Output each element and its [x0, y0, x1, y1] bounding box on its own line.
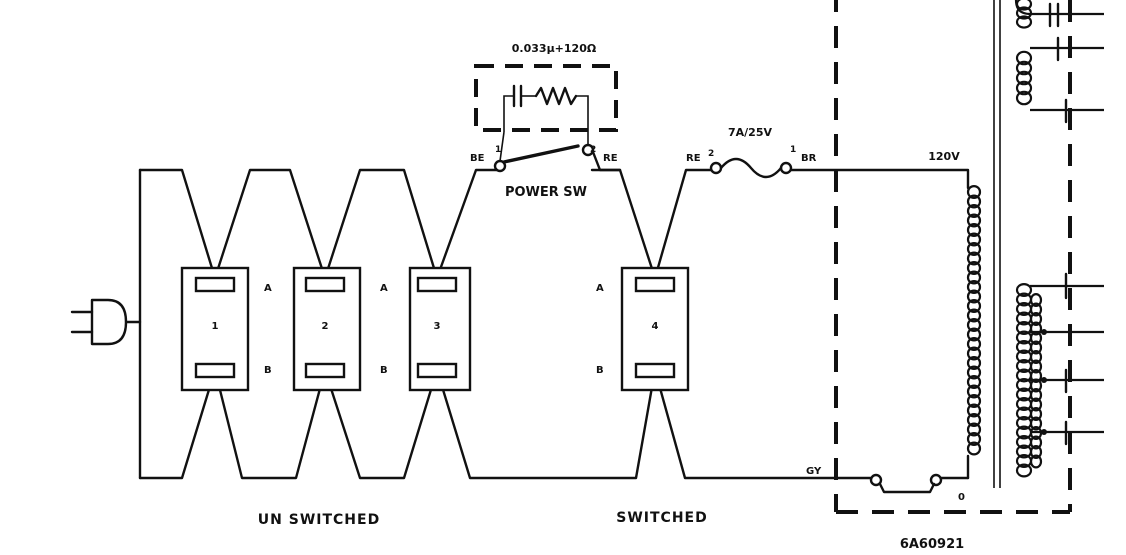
outlet-1: 1 — [180, 266, 250, 392]
switch-right-wire-label: RE — [603, 153, 618, 164]
outlet-number: 1 — [212, 321, 219, 332]
outlet-number: 2 — [322, 321, 329, 332]
coil-turn — [966, 185, 982, 199]
coil-turn — [966, 337, 982, 351]
coil-turn — [1029, 416, 1043, 431]
coil-turn — [1029, 321, 1043, 336]
coil-turn — [1029, 426, 1043, 440]
coil-turn — [1015, 0, 1033, 11]
coil-turn — [966, 232, 982, 247]
bus-wiring — [138, 168, 970, 480]
coil-turn — [1029, 378, 1043, 393]
ac-plug-icon — [70, 298, 142, 346]
coil-turn — [966, 422, 982, 437]
primary-bottom-pin: 0 — [958, 492, 965, 503]
coil-turn — [1029, 359, 1043, 374]
coil-turn — [966, 403, 982, 418]
coil-turn — [1029, 331, 1043, 345]
coil-turn — [1015, 70, 1033, 86]
unswitched-label: UN SWITCHED — [258, 512, 380, 528]
coil-turn — [1029, 350, 1043, 364]
coil-turn — [966, 204, 982, 218]
coil-turn — [966, 346, 982, 361]
coil-turn — [1029, 340, 1043, 355]
coil-turn — [966, 261, 982, 275]
outlet-2: 2 — [292, 266, 362, 392]
coil-turn — [966, 280, 982, 294]
coil-turn — [1015, 463, 1033, 478]
coil-turn — [1015, 60, 1033, 76]
coil-turn — [1029, 369, 1043, 383]
fuse-pin-1: 1 — [790, 145, 796, 155]
fuse-terminal-2 — [709, 161, 723, 175]
coil-turn — [966, 270, 982, 285]
fuse-left-wire-label: RE — [686, 153, 701, 164]
coil-turn — [1015, 15, 1033, 29]
transformer-secondary-coils — [1014, 0, 1104, 478]
switch-pin-2: 2 — [590, 145, 596, 155]
return-jumper — [869, 473, 943, 494]
outlet-2-side-b: B — [380, 365, 388, 376]
coil-turn — [966, 356, 982, 370]
fuse-pin-2: 2 — [708, 149, 714, 159]
power-switch-label: POWER SW — [505, 185, 587, 200]
coil-turn — [1015, 283, 1033, 297]
fuse — [709, 157, 793, 179]
coil-turn — [966, 308, 982, 323]
outlet-number: 3 — [434, 321, 441, 332]
transformer-primary-coil — [966, 185, 982, 456]
transformer-enclosure — [834, 0, 1072, 514]
coil-turn — [1029, 445, 1043, 459]
rc-snubber — [474, 64, 618, 132]
fuse-right-wire-label: BR — [801, 153, 817, 164]
coil-turn — [966, 194, 982, 209]
coil-turn — [966, 384, 982, 399]
outlet-number: 4 — [652, 321, 659, 332]
coil-turn — [966, 213, 982, 228]
coil-turn — [966, 289, 982, 304]
switch-left-wire-label: BE — [470, 153, 485, 164]
coil-turn — [966, 242, 982, 256]
coil-turn — [1029, 388, 1043, 402]
coil-turn — [966, 223, 982, 237]
fuse-rating-label: 7A/25V — [728, 126, 772, 139]
coil-turn — [1029, 312, 1043, 326]
transformer-part-label: 6A60921 — [900, 537, 964, 552]
coil-turn — [1015, 50, 1033, 66]
outlet-3: 3 — [408, 266, 472, 392]
coil-turn — [966, 318, 982, 332]
coil-turn — [1029, 397, 1043, 412]
coil-turn — [1015, 6, 1033, 20]
coil-turn — [966, 375, 982, 389]
coil-turn — [966, 441, 982, 456]
coil-turn — [1029, 435, 1043, 450]
coil-turn — [966, 432, 982, 446]
coil-turn — [966, 413, 982, 427]
outlet-4-side-b: B — [596, 365, 604, 376]
rc-network-label: 0.033µ+120Ω — [512, 42, 597, 55]
coil-turn — [966, 251, 982, 266]
switched-label: SWITCHED — [616, 510, 707, 526]
coil-turn — [1029, 454, 1043, 469]
coil-turn — [1029, 302, 1043, 317]
outlet-4-side-a: A — [596, 283, 604, 294]
switch-pin-1: 1 — [495, 145, 501, 155]
power-switch — [493, 131, 622, 173]
coil-turn — [966, 327, 982, 342]
coil-turn — [1029, 407, 1043, 421]
coil-turn — [1015, 90, 1033, 106]
return-wire-label: GY — [806, 466, 822, 477]
primary-voltage-label: 120V — [928, 150, 960, 163]
coil-turn — [1015, 80, 1033, 96]
coil-turn — [966, 394, 982, 408]
outlet-4: 4 — [620, 266, 690, 392]
coil-turn — [966, 299, 982, 313]
outlet-1-side-b: B — [264, 365, 272, 376]
outlet-1-side-a: A — [264, 283, 272, 294]
fuse-terminal-1 — [779, 161, 793, 175]
coil-turn — [966, 365, 982, 380]
outlet-2-side-a: A — [380, 283, 388, 294]
coil-turn — [1029, 293, 1043, 307]
